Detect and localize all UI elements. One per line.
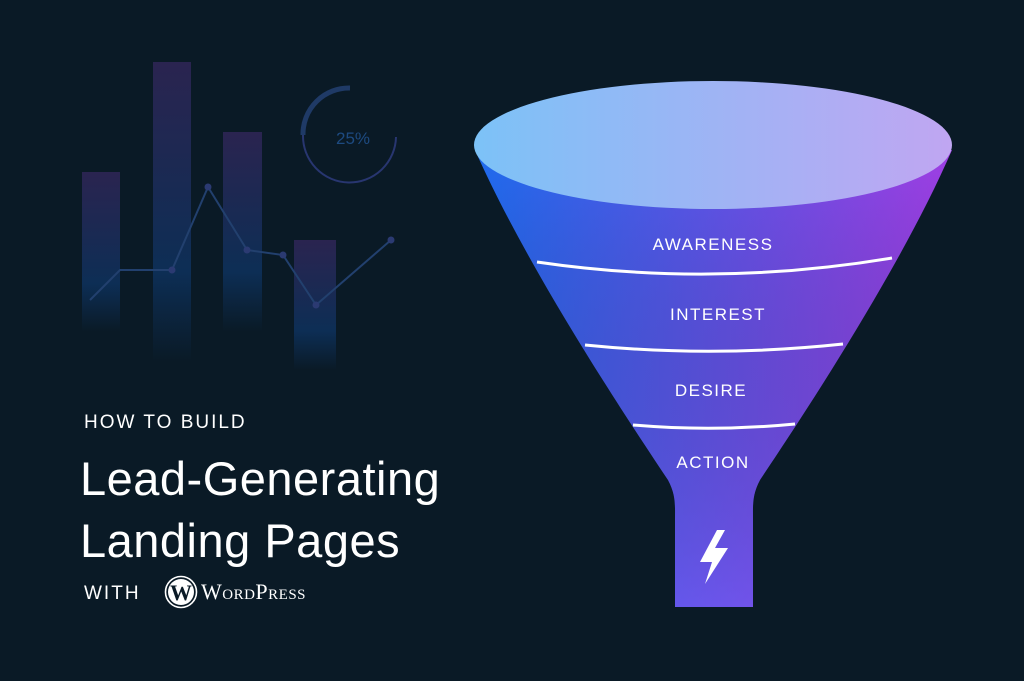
wordpress-brand: W WordPress [164,575,306,609]
stage-interest: INTEREST [670,305,766,324]
headline-kicker: HOW TO BUILD [84,412,247,433]
trend-line [89,184,392,307]
gauge: 25% [300,85,397,184]
bar [153,62,191,362]
stage-desire: DESIRE [675,381,747,400]
gauge-label: 25% [336,129,370,148]
svg-text:W: W [170,580,192,605]
background-bar-chart [82,62,395,370]
stage-divider [584,342,844,353]
with-label: WITH [84,583,141,604]
wordpress-logo-icon: W [164,575,198,609]
bar [82,172,120,332]
stage-divider [536,256,893,276]
wordpress-wordmark: WordPress [201,579,307,604]
headline-title: Lead-Generating Landing Pages [80,448,440,572]
funnel-top [474,81,952,209]
stage-divider [632,422,796,430]
stage-awareness: AWARENESS [653,235,774,254]
title-line-1: Lead-Generating [80,452,441,505]
funnel: AWARENESS INTEREST DESIRE ACTION [474,81,952,607]
bar [223,132,262,332]
title-line-2: Landing Pages [80,514,401,567]
lightning-bolt-icon [700,530,728,584]
stage-action: ACTION [676,453,749,472]
trend-points [168,183,395,309]
